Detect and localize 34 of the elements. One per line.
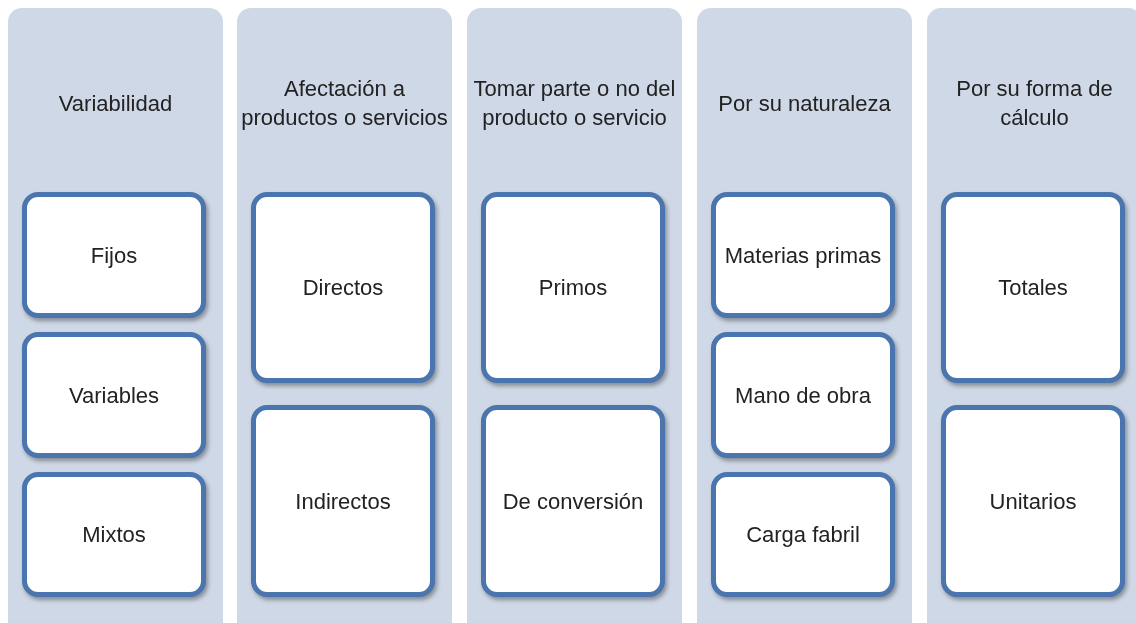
item-label: Mixtos xyxy=(82,521,146,549)
column-heading: Por su naturaleza xyxy=(718,89,891,118)
item-box xyxy=(941,405,1125,597)
column-heading: Variabilidad xyxy=(58,89,173,118)
category-column xyxy=(927,8,1136,623)
item-label: Mano de obra xyxy=(735,381,871,410)
column-heading: Afectación a productos o servicios xyxy=(241,75,448,132)
column-heading: Por su forma de cálculo xyxy=(955,75,1114,132)
item-label: Unitarios xyxy=(989,487,1077,516)
category-column xyxy=(467,8,682,623)
item-box xyxy=(711,192,895,318)
item-label: Directos xyxy=(302,274,384,302)
item-box xyxy=(22,332,206,458)
item-label: De conversión xyxy=(502,487,644,516)
item-box xyxy=(481,192,665,383)
category-column xyxy=(8,8,223,623)
item-label: Totales xyxy=(998,274,1068,302)
category-column xyxy=(697,8,912,623)
item-box xyxy=(711,332,895,458)
item-label: Variables xyxy=(68,381,160,410)
item-box xyxy=(251,405,435,597)
item-label: Primos xyxy=(538,274,608,302)
item-label: Materias primas xyxy=(724,241,882,270)
column-heading: Tomar parte o no del producto o servicio xyxy=(472,75,677,132)
item-box xyxy=(251,192,435,383)
item-box xyxy=(711,472,895,597)
item-box xyxy=(22,472,206,597)
item-label: Indirectos xyxy=(295,487,391,516)
item-box xyxy=(481,405,665,597)
category-column xyxy=(237,8,452,623)
item-label: Fijos xyxy=(90,241,138,270)
item-box xyxy=(941,192,1125,383)
item-label: Carga fabril xyxy=(746,521,860,549)
item-box xyxy=(22,192,206,318)
